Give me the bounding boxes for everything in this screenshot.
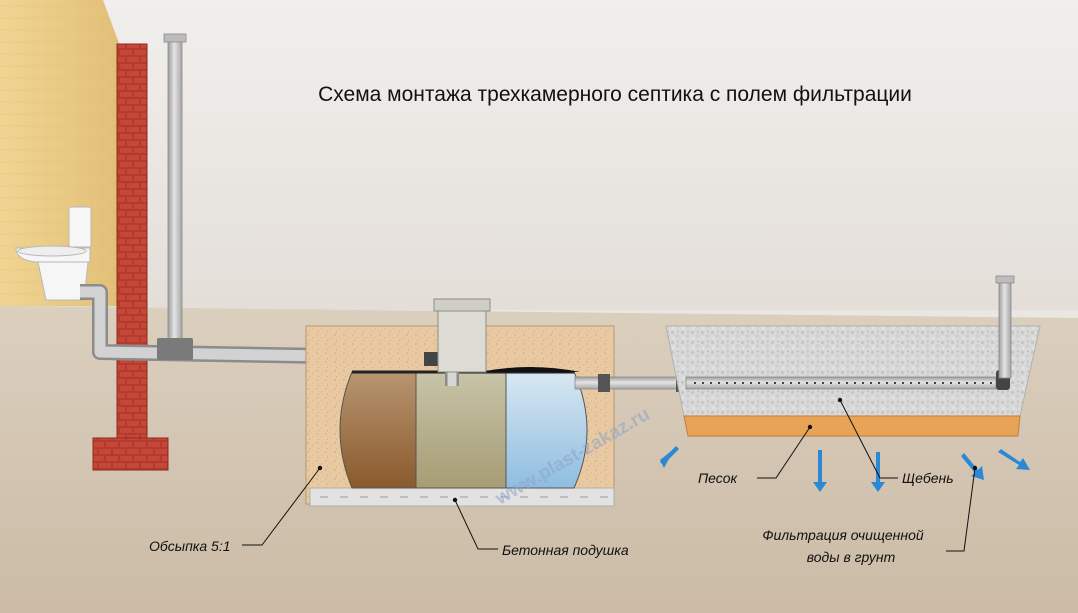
label-concrete-pad: Бетонная подушка xyxy=(502,542,629,558)
callout-lines xyxy=(242,397,978,552)
label-filtration-line-2: воды в грунт xyxy=(807,549,896,565)
septic-tank xyxy=(339,367,588,489)
outlet-pipe xyxy=(574,374,688,392)
tank-chamber-2 xyxy=(415,371,507,489)
sky-background xyxy=(0,0,1078,310)
brick-foundation xyxy=(92,43,169,471)
sand-layer xyxy=(683,415,1021,437)
label-sand: Песок xyxy=(698,470,739,486)
filtration-trench xyxy=(665,275,1041,437)
label-gravel: Щебень xyxy=(902,470,954,486)
vent-pipe-house xyxy=(157,33,193,360)
concrete-pad xyxy=(309,487,615,507)
callout-backfill xyxy=(242,465,323,546)
callout-concrete xyxy=(452,497,498,550)
callout-sand xyxy=(757,424,813,479)
callout-gravel xyxy=(837,397,898,479)
label-backfill: Обсыпка 5:1 xyxy=(149,538,231,554)
diagram-title: Схема монтажа трехкамерного септика с по… xyxy=(318,83,912,106)
label-filtration-line-1: Фильтрация очищенной xyxy=(762,527,923,543)
water-flow-arrows xyxy=(660,446,1030,492)
callout-filtration xyxy=(946,465,978,552)
sewer-pipe xyxy=(80,284,441,366)
tank-chamber-1 xyxy=(339,371,417,489)
toilet-icon xyxy=(15,206,92,301)
perforated-drain-pipe xyxy=(685,376,997,390)
tank-hatch xyxy=(433,298,491,373)
vent-pipe-field xyxy=(998,281,1012,379)
